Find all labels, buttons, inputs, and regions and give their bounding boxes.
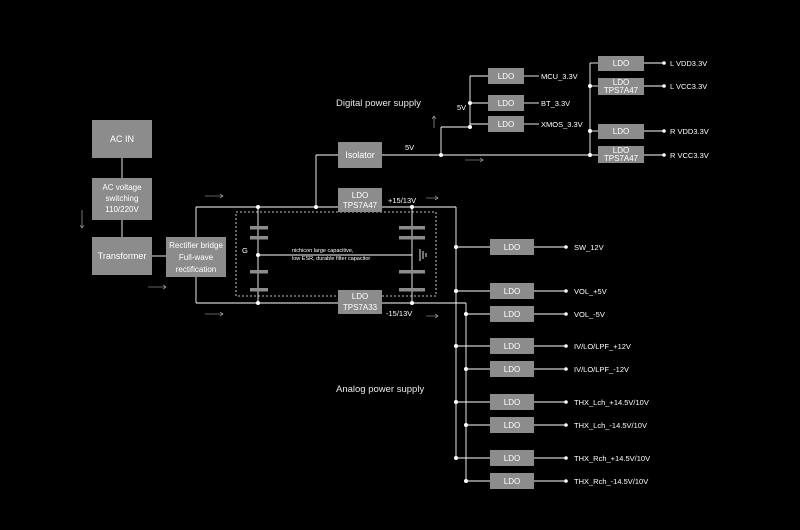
digital-section-title: Digital power supply [336, 98, 421, 109]
svg-text:TPS7A47: TPS7A47 [604, 86, 639, 95]
svg-text:LDO: LDO [504, 310, 520, 319]
transformer-label: Transformer [98, 251, 147, 261]
svg-text:LDO: LDO [613, 146, 629, 155]
ldo-pos-line2: TPS7A47 [343, 201, 378, 210]
rectifier-line3: rectification [176, 265, 216, 274]
pos-rail-label: +15/13V [388, 196, 416, 205]
rectifier-block: Rectifier bridge Full-wave rectification [166, 237, 226, 277]
svg-text:LDO: LDO [498, 99, 514, 108]
analog-ldo-thx-lch-pos: LDO THX_Lch_+14.5V/10V [454, 394, 649, 410]
mcu-output-label: MCU_3.3V [541, 72, 578, 81]
l-vcc-label: L VCC3.3V [670, 82, 707, 91]
thx-lch-pos-label: THX_Lch_+14.5V/10V [574, 398, 649, 407]
ldo-neg-line2: TPS7A33 [343, 303, 378, 312]
bt-output-label: BT_3.3V [541, 99, 570, 108]
thx-lch-neg-label: THX_Lch_-14.5V/10V [574, 421, 647, 430]
digital-ldo-r-vcc: LDO TPS7A47 R VCC3.3V [598, 146, 709, 163]
rectifier-line2: Full-wave [179, 253, 214, 262]
vol-pos5-label: VOL_+5V [574, 287, 607, 296]
digital-ldo-bt: LDO BT_3.3V [488, 95, 570, 111]
svg-text:LDO: LDO [613, 127, 629, 136]
svg-text:LDO: LDO [504, 287, 520, 296]
digital-ldo-xmos: LDO XMOS_3.3V [488, 116, 583, 132]
ldo-pos-line1: LDO [352, 191, 368, 200]
digital-ldo-mcu: LDO MCU_3.3V [488, 68, 578, 84]
ac-switching-block: AC voltage switching 110/220V [92, 178, 152, 220]
analog-ldo-sw12: LDO SW_12V [454, 239, 604, 255]
digital-ldo-l-vcc: LDO TPS7A47 L VCC3.3V [598, 78, 707, 95]
svg-text:LDO: LDO [504, 477, 520, 486]
svg-text:LDO: LDO [613, 59, 629, 68]
iv-neg12-label: IV/LO/LPF_-12V [574, 365, 629, 374]
ground-label: G [242, 246, 248, 255]
svg-text:LDO: LDO [504, 365, 520, 374]
filter-cap-frame [235, 211, 437, 297]
analog-ldo-thx-rch-neg: LDO THX_Rch_-14.5V/10V [464, 473, 648, 489]
sw12-label: SW_12V [574, 243, 604, 252]
svg-text:LDO: LDO [498, 120, 514, 129]
svg-text:TPS7A47: TPS7A47 [604, 154, 639, 163]
digital-ldo-r-vdd: LDO R VDD3.3V [598, 124, 709, 139]
ldo-tps7a33-negative: LDO TPS7A33 [338, 290, 382, 314]
svg-text:LDO: LDO [504, 454, 520, 463]
iv-pos12-label: IV/LO/LPF_+12V [574, 342, 631, 351]
r-vcc-label: R VCC3.3V [670, 151, 709, 160]
analog-ldo-vol-neg5: LDO VOL_-5V [464, 306, 605, 322]
svg-text:LDO: LDO [504, 421, 520, 430]
svg-text:LDO: LDO [613, 78, 629, 87]
ac-switch-line2: switching [106, 194, 139, 203]
svg-text:LDO: LDO [504, 243, 520, 252]
flow-arrows [79, 115, 484, 319]
analog-section-title: Analog power supply [336, 384, 424, 395]
thx-rch-neg-label: THX_Rch_-14.5V/10V [574, 477, 648, 486]
isolator-label: Isolator [345, 150, 375, 160]
vol-neg5-label: VOL_-5V [574, 310, 605, 319]
ac-in-label: AC IN [110, 134, 134, 144]
analog-ldo-iv-pos12: LDO IV/LO/LPF_+12V [454, 338, 631, 354]
ldo-tps7a47-positive: LDO TPS7A47 [338, 188, 382, 212]
rectifier-line1: Rectifier bridge [169, 241, 223, 250]
transformer-block: Transformer [92, 237, 152, 275]
isolator-block: Isolator [338, 142, 382, 168]
r-vdd-label: R VDD3.3V [670, 127, 709, 136]
analog-ldo-iv-neg12: LDO IV/LO/LPF_-12V [464, 361, 629, 377]
l-vdd-label: L VDD3.3V [670, 59, 707, 68]
isolator-5v-label: 5V [405, 143, 414, 152]
ac-in-block: AC IN [92, 120, 152, 158]
bus-5v-label: 5V [457, 103, 466, 112]
digital-ldo-l-vdd: LDO L VDD3.3V [598, 56, 707, 71]
ac-switch-line1: AC voltage [102, 183, 142, 192]
cap-note-line2: low ESR, durable filter capacitor [292, 256, 370, 262]
xmos-output-label: XMOS_3.3V [541, 120, 583, 129]
ac-switch-line3: 110/220V [105, 205, 139, 214]
analog-ldo-thx-rch-pos: LDO THX_Rch_+14.5V/10V [454, 450, 650, 466]
analog-ldo-thx-lch-neg: LDO THX_Lch_-14.5V/10V [464, 417, 647, 433]
svg-text:LDO: LDO [504, 398, 520, 407]
thx-rch-pos-label: THX_Rch_+14.5V/10V [574, 454, 650, 463]
neg-rail-label: -15/13V [386, 309, 412, 318]
analog-ldo-vol-pos5: LDO VOL_+5V [454, 283, 607, 299]
cap-note-line1: nichicon large capacitive, [292, 248, 354, 254]
ldo-neg-line1: LDO [352, 292, 368, 301]
svg-text:LDO: LDO [498, 72, 514, 81]
svg-text:LDO: LDO [504, 342, 520, 351]
